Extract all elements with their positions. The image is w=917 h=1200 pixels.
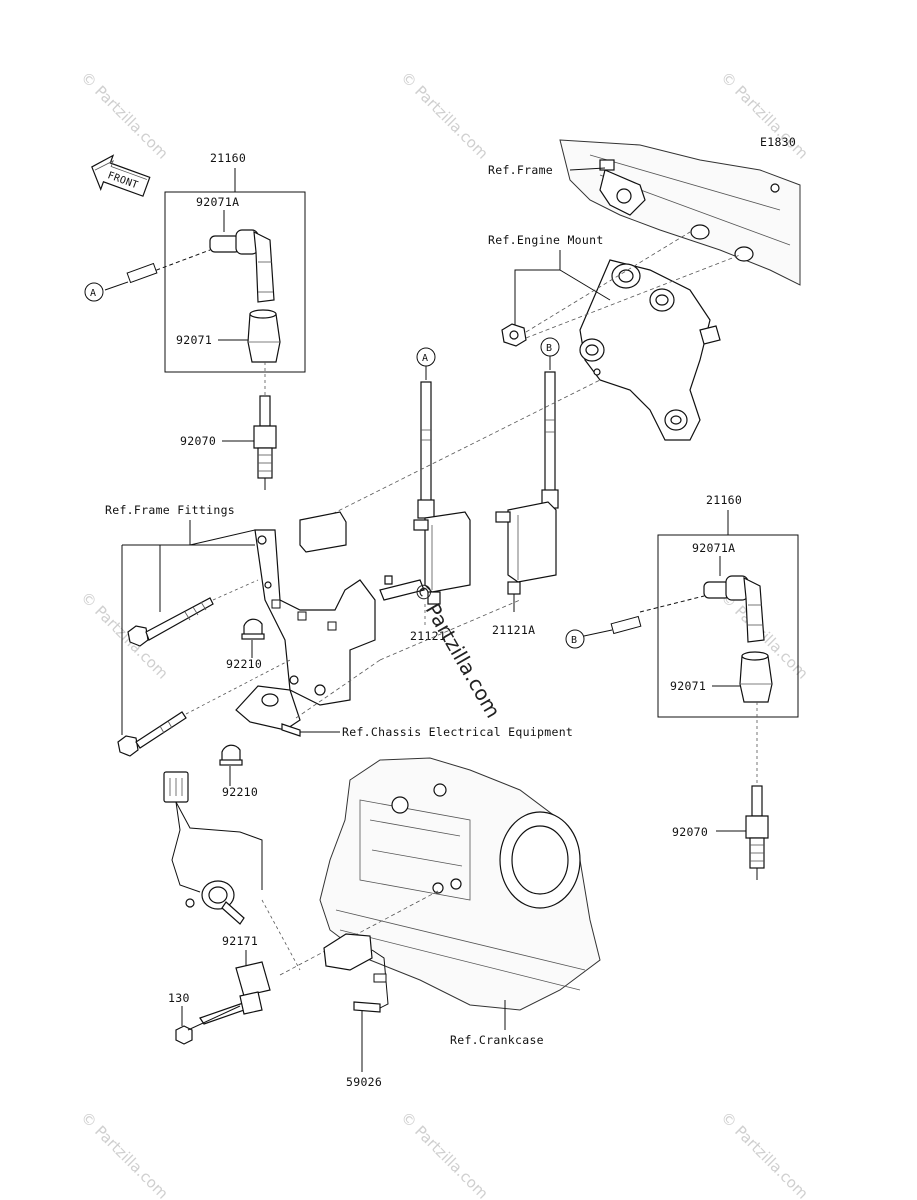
lead-wire	[126, 262, 158, 284]
pickup-sensor	[163, 771, 263, 925]
lead-wire	[610, 615, 642, 635]
part-number-label: 21121	[410, 629, 446, 643]
watermark-text: Partzilla.com	[421, 599, 506, 722]
callout-a-circle	[84, 282, 104, 302]
ignition-coil-b: B	[495, 337, 560, 612]
engine-mount: Ref.Engine Mount	[488, 231, 741, 441]
chassis-bracket	[235, 685, 301, 737]
callout-b: B	[546, 343, 552, 354]
part-number-label: 21121A	[492, 623, 535, 637]
part-number-label: 92210	[222, 785, 258, 799]
ref-crankcase-label: Ref.Crankcase	[450, 1033, 544, 1047]
part-number-label: 21160	[210, 151, 246, 165]
part-number-label: 92071A	[692, 541, 735, 555]
plug-boot-icon	[739, 651, 773, 703]
part-number-label: 59026	[346, 1075, 382, 1089]
spark-plug-icon	[745, 785, 769, 880]
ref-engine-mount-label: Ref.Engine Mount	[488, 233, 604, 247]
part-number-label: 92071	[670, 679, 706, 693]
bolt-icon	[175, 1005, 241, 1045]
grommet-icon	[219, 744, 243, 766]
ref-frame-fittings-label: Ref.Frame Fittings	[105, 503, 235, 517]
nut-icon	[501, 323, 527, 347]
watermark: © Partzilla.com	[397, 68, 492, 163]
spark-plug-icon	[253, 395, 277, 490]
callout-b: B	[571, 635, 577, 646]
part-number-label: 92171	[222, 934, 258, 948]
grommet-icon	[241, 618, 265, 640]
callout-a: A	[422, 353, 428, 364]
watermark: © Partzilla.com	[717, 1108, 812, 1200]
part-number-label: 92071	[176, 333, 212, 347]
part-number-label: 92210	[226, 657, 262, 671]
plug-boot-icon	[247, 309, 281, 363]
ref-frame-label: Ref.Frame	[488, 163, 553, 177]
coil-bracket	[254, 511, 425, 706]
center-watermark: © Partzilla.com	[408, 578, 505, 722]
ref-chassis-electrical-label: Ref.Chassis Electrical Equipment	[342, 725, 573, 739]
frame-structure: Ref.Frame	[488, 139, 801, 286]
spark-plug-group-right: 21160 92071A B 92071	[565, 493, 799, 880]
watermark: © Partzilla.com	[77, 68, 172, 163]
crankcase	[319, 757, 601, 1011]
callout-a: A	[90, 288, 96, 299]
spark-plug-cap-icon	[703, 575, 765, 643]
group-bracket	[657, 534, 799, 718]
bolt-icon	[117, 711, 187, 757]
part-number-label: 130	[168, 991, 190, 1005]
sensor-bracket	[323, 933, 389, 1013]
spark-plug-cap-icon	[209, 229, 275, 303]
ignition-coil-a: A	[413, 347, 471, 625]
watermark: © Partzilla.com	[397, 1108, 492, 1200]
clamp-icon	[199, 961, 271, 1025]
part-number-label: 92071A	[196, 195, 239, 209]
callout-b-circle	[565, 629, 585, 649]
part-number-label: 92070	[180, 434, 216, 448]
bolt-icon	[127, 597, 214, 647]
part-number-label: 92070	[672, 825, 708, 839]
front-arrow-icon: FRONT	[91, 154, 151, 197]
part-number-label: 21160	[706, 493, 742, 507]
spark-plug-group-top: 21160 92071A A 92071	[84, 151, 306, 490]
watermark: © Partzilla.com	[77, 1108, 172, 1200]
diagram-code: E1830	[760, 135, 796, 149]
